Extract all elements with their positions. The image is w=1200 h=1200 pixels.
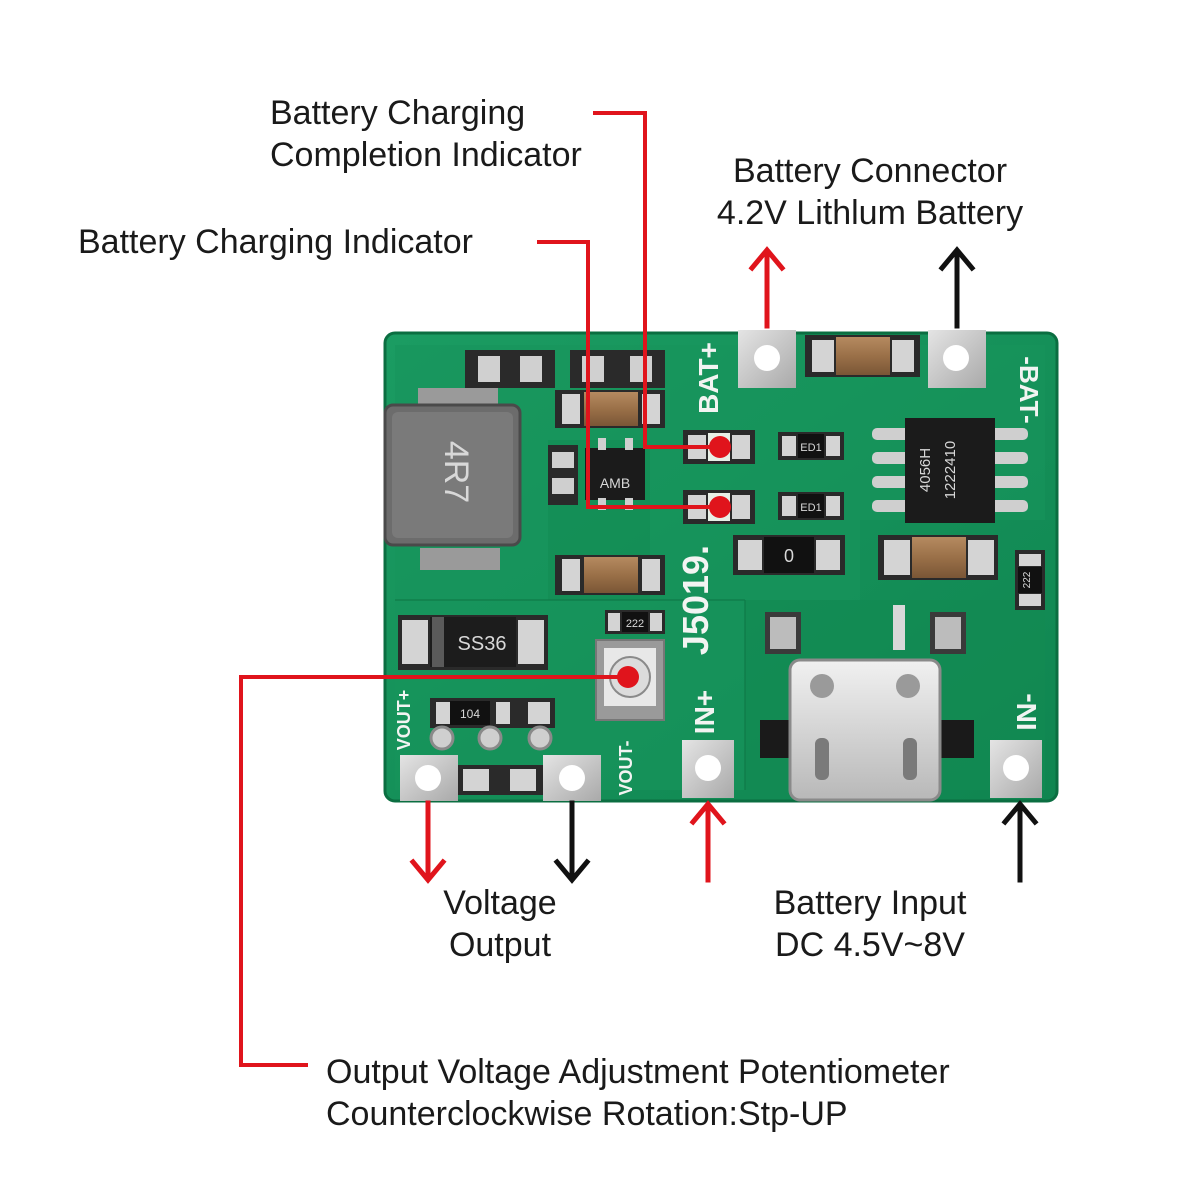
resistor-0: 0 (733, 535, 845, 575)
pad-vout-minus (543, 755, 601, 801)
sot-chip: AMB (548, 438, 645, 510)
arrow-down-icon (553, 800, 591, 884)
diode-label: SS36 (458, 633, 507, 655)
vout-resistors: 104 (429, 698, 555, 795)
capacitor-bat (805, 335, 920, 377)
svg-text:104: 104 (460, 707, 480, 721)
callout-completion-line (593, 111, 720, 449)
arrow-up-icon (938, 246, 976, 329)
pad-in-plus (682, 740, 734, 798)
label-battery-input: Battery Input DC 4.5V~8V (773, 884, 967, 964)
capacitor-mid (555, 555, 665, 595)
diode-ss36: SS36 (398, 615, 548, 670)
silk-in-minus: IN- (1011, 693, 1042, 730)
label-charging-indicator: Battery Charging Indicator (78, 223, 473, 261)
silk-vout-minus: VOUT- (616, 740, 636, 795)
pad-vout-plus (400, 755, 458, 801)
label-potentiometer: Output Voltage Adjustment Potentiometer … (326, 1053, 950, 1133)
silk-model: J5019. (675, 545, 716, 655)
pad-in-minus (990, 740, 1042, 798)
sot-label: AMB (600, 475, 630, 491)
pad-bat-minus (928, 330, 986, 388)
indicator-dot-icon (709, 436, 731, 458)
usb-pads (760, 605, 974, 758)
label-voltage-output: Voltage Output (443, 884, 557, 964)
arrow-up-icon (689, 800, 727, 883)
arrow-down-icon (409, 800, 447, 884)
resistor-ed1-a: ED1 (778, 432, 844, 460)
charging-ic: 4056H 1222410 (872, 418, 1028, 523)
callout-lines (239, 111, 720, 1067)
resistor-ed1-b: ED1 (778, 492, 844, 520)
inductor: 4R7 (383, 388, 522, 570)
silk-bat-plus: BAT+ (693, 342, 724, 414)
svg-text:222: 222 (1022, 571, 1033, 588)
micro-usb-connector (788, 658, 942, 802)
silk-bat-minus: -BAT- (1014, 356, 1044, 423)
callout-pot-line (239, 675, 628, 1067)
capacitor-top (555, 390, 665, 428)
svg-text:0: 0 (784, 546, 794, 566)
callout-charging-line (537, 240, 720, 509)
pad-bat-plus (738, 330, 796, 388)
inductor-label: 4R7 (437, 441, 475, 503)
arrow-up-icon (748, 246, 786, 329)
silk-vout-plus: VOUT+ (394, 690, 414, 751)
capacitor-right (878, 535, 998, 580)
svg-text:ED1: ED1 (800, 502, 821, 514)
silk-in-plus: IN+ (689, 690, 720, 734)
svg-text:ED1: ED1 (800, 442, 821, 454)
indicator-dot-icon (617, 666, 639, 688)
silkscreen: BAT+ -BAT- J5019. IN+ IN- VOUT+ VOUT- (394, 342, 1044, 795)
resistor-222-a: 222 (605, 610, 665, 634)
label-charging-completion: Battery Charging Completion Indicator (270, 94, 582, 174)
arrow-up-icon (1001, 800, 1039, 883)
label-battery-connector: Battery Connector 4.2V Lithlum Battery (716, 152, 1024, 232)
svg-text:1222410: 1222410 (942, 441, 959, 499)
svg-text:222: 222 (626, 618, 644, 630)
resistor-222-b: 222 (1015, 550, 1045, 610)
svg-text:4056H: 4056H (917, 448, 934, 492)
indicator-dot-icon (709, 496, 731, 518)
